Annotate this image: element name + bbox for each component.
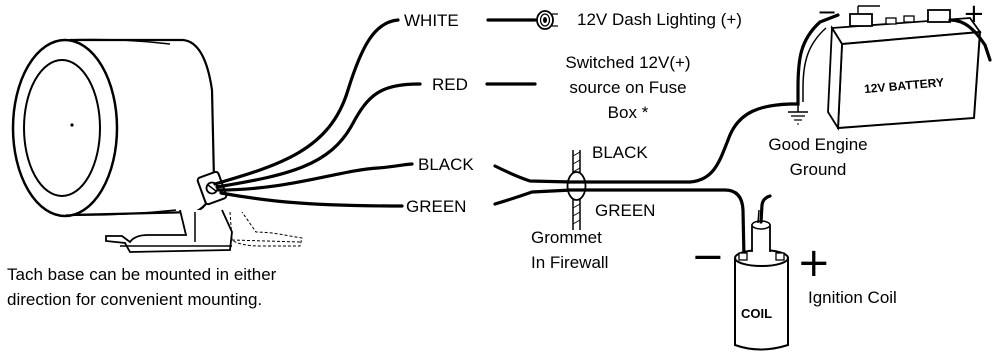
tach-mounting-base	[105, 209, 303, 253]
ignition-coil-label: Ignition Coil	[808, 288, 897, 307]
engine-ground-line-2: Ground	[790, 160, 847, 179]
grommet-line-1: Grommet	[531, 228, 602, 247]
coil-label: COIL	[741, 306, 772, 321]
mounting-note-line-1: Tach base can be mounted in either	[7, 265, 277, 284]
firewall-grommet	[566, 150, 587, 230]
green-wire	[219, 191, 404, 208]
black-wire	[217, 162, 414, 192]
switched-source-line-3: Box *	[608, 103, 649, 122]
battery-icon: 12V BATTERY	[827, 5, 992, 131]
coil-negative-sign: −	[691, 234, 725, 280]
grommet-line-2: In Firewall	[531, 253, 608, 272]
black-wire-to-firewall	[493, 164, 574, 184]
black-wire-to-ground	[583, 102, 792, 184]
coil-positive-sign: +	[797, 240, 831, 286]
switched-source-line-2: source on Fuse	[569, 78, 686, 97]
red-wire	[215, 82, 422, 189]
dash-lighting-label: 12V Dash Lighting (+)	[577, 10, 742, 29]
dash-lamp-icon	[536, 10, 558, 30]
white-wire-label: WHITE	[404, 11, 459, 30]
ignition-coil-icon: COIL	[734, 194, 789, 351]
white-wire	[213, 18, 400, 186]
black-wire-after-firewall-label: BLACK	[592, 143, 648, 162]
green-wire-label: GREEN	[406, 197, 466, 216]
mounting-note-line-2: direction for convenient mounting.	[7, 290, 262, 309]
tachometer-gauge	[11, 38, 228, 218]
battery-negative-sign: −	[817, 0, 837, 26]
engine-ground-icon	[788, 13, 840, 125]
battery-positive-sign: +	[963, 0, 985, 29]
engine-ground-line-1: Good Engine	[768, 135, 867, 154]
black-wire-label: BLACK	[418, 155, 474, 174]
red-wire-label: RED	[432, 75, 468, 94]
green-wire-to-firewall	[493, 188, 574, 206]
green-wire-to-coil	[583, 188, 746, 260]
switched-source-line-1: Switched 12V(+)	[565, 53, 690, 72]
green-wire-after-firewall-label: GREEN	[595, 201, 655, 220]
battery-label: 12V BATTERY	[864, 75, 945, 96]
